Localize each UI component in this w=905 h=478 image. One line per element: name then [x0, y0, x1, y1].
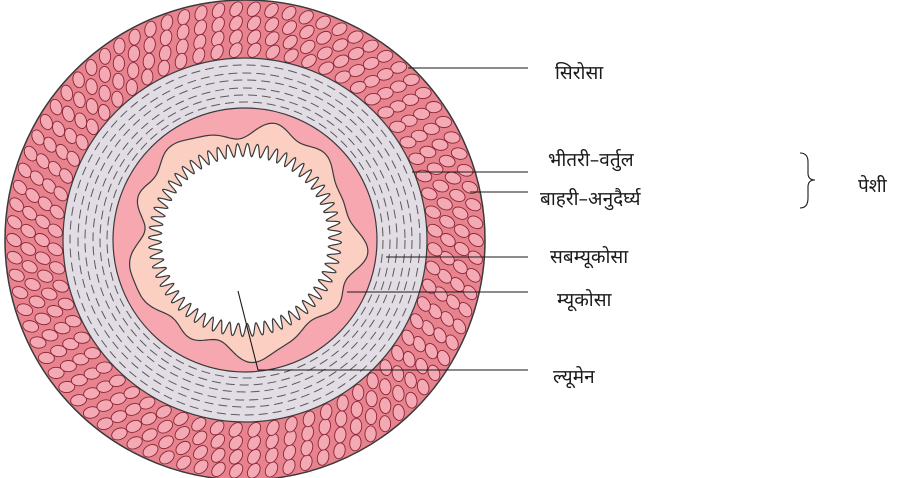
- submucosa-label: सबम्यूकोसा: [550, 245, 629, 269]
- serosa-cell: [351, 401, 363, 417]
- outer-longitudinal-label: बाहरी–अनुदैर्घ्य: [540, 187, 642, 211]
- mucosa-label: म्यूकोसा: [557, 288, 613, 312]
- tissue-layers: [4, 0, 486, 478]
- serosa-cell: [84, 347, 100, 359]
- serosa-cell: [126, 79, 138, 95]
- lumen-label: ल्यूमेन: [553, 365, 595, 389]
- inner-circular-label: भीतरी–वर्तुल: [548, 148, 635, 172]
- serosa-cell: [365, 426, 377, 442]
- muscle-label: पेशी: [858, 174, 888, 197]
- serosa-cell: [114, 38, 126, 54]
- serosa-cell: [113, 55, 124, 71]
- serosa-cell: [379, 415, 391, 431]
- serosa-cell: [127, 62, 139, 78]
- muscle-brace: [800, 153, 815, 208]
- serosa-cell: [99, 48, 111, 64]
- serosa-cell: [352, 384, 364, 400]
- serosa-label: सिरोसा: [555, 61, 604, 84]
- serosa-cell: [365, 409, 376, 425]
- serosa-cell: [389, 121, 405, 133]
